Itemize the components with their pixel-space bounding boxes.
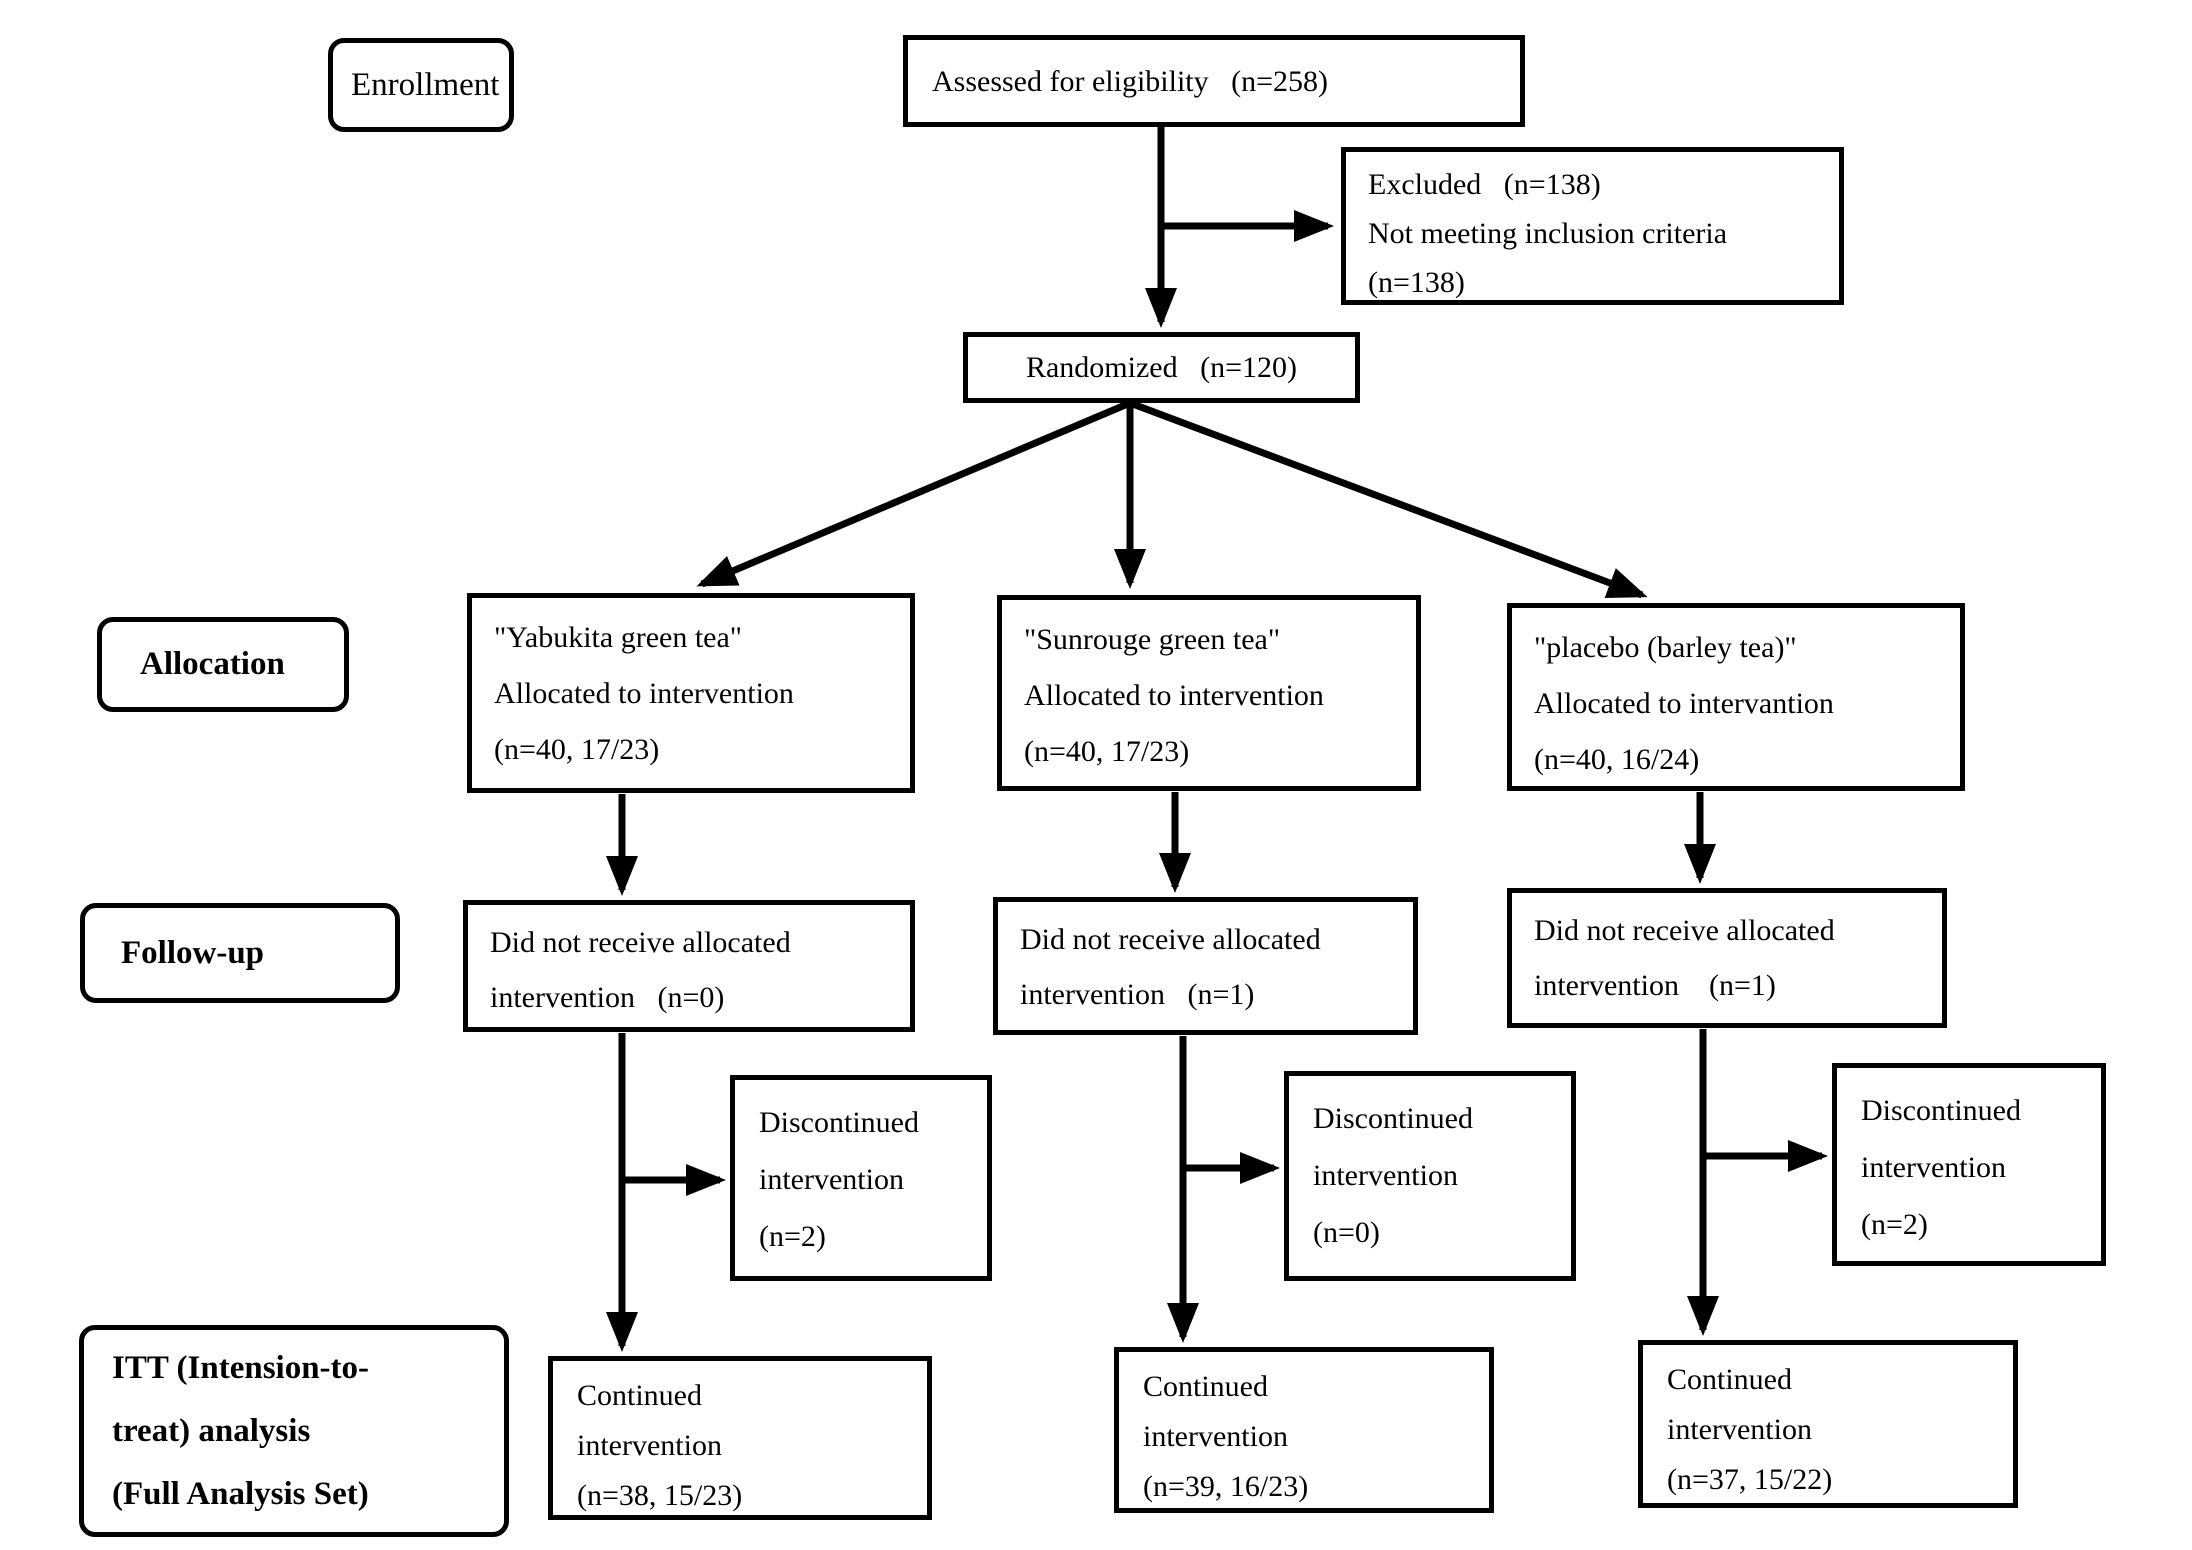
node-text-line: Discontinued bbox=[1313, 1102, 1473, 1135]
node-text-line: (n=38, 15/23) bbox=[577, 1479, 743, 1512]
node-discontinued-arm1: Discontinued intervention (n=2) bbox=[730, 1075, 992, 1281]
node-not-received-arm1: Did not receive allocated intervention (… bbox=[463, 900, 915, 1032]
node-text-line: (n=0) bbox=[1313, 1216, 1380, 1249]
node-allocation-arm2: "Sunrouge green tea" Allocated to interv… bbox=[997, 595, 1421, 791]
node-text-line: intervention bbox=[1667, 1413, 1812, 1446]
node-text-line: Continued bbox=[577, 1379, 702, 1412]
node-text-line: (n=138) bbox=[1368, 266, 1465, 299]
node-discontinued-arm3: Discontinued intervention (n=2) bbox=[1832, 1063, 2106, 1266]
node-not-received-arm3: Did not receive allocated intervention (… bbox=[1507, 888, 1947, 1028]
node-text-line: Allocated to intervention bbox=[1024, 679, 1324, 712]
node-excluded: Excluded (n=138) Not meeting inclusion c… bbox=[1341, 147, 1844, 305]
node-text-line: (n=40, 17/23) bbox=[1024, 735, 1190, 768]
node-text-line: Not meeting inclusion criteria bbox=[1368, 217, 1728, 250]
node-text-line: intervention bbox=[1861, 1151, 2006, 1184]
node-randomized: Randomized (n=120) bbox=[963, 332, 1360, 403]
node-text-line: Continued bbox=[1667, 1363, 1792, 1396]
node-continued-arm2: Continued intervention (n=39, 16/23) bbox=[1114, 1347, 1494, 1513]
stage-label-itt-analysis: ITT (Intension-to- treat) analysis (Full… bbox=[79, 1325, 509, 1537]
stage-label-text: Enrollment bbox=[351, 66, 500, 103]
node-text-line: "Yabukita green tea" bbox=[494, 621, 743, 654]
stage-label-text: treat) analysis bbox=[112, 1412, 311, 1449]
node-text-line: (n=39, 16/23) bbox=[1143, 1470, 1309, 1503]
node-assessed-for-eligibility: Assessed for eligibility (n=258) bbox=[903, 35, 1525, 127]
node-text-line: (n=2) bbox=[1861, 1208, 1928, 1241]
stage-label-text: Allocation bbox=[140, 646, 285, 682]
node-text-line: Assessed for eligibility (n=258) bbox=[932, 65, 1329, 98]
stage-label-text: (Full Analysis Set) bbox=[112, 1475, 369, 1512]
arrow-randomized-to-arm3 bbox=[1128, 399, 1648, 599]
node-not-received-arm2: Did not receive allocated intervention (… bbox=[993, 897, 1418, 1035]
node-text-line: Randomized (n=120) bbox=[1025, 351, 1298, 384]
node-continued-arm3: Continued intervention (n=37, 15/22) bbox=[1638, 1340, 2018, 1508]
node-continued-arm1: Continued intervention (n=38, 15/23) bbox=[548, 1356, 932, 1520]
node-text-line: (n=40, 16/24) bbox=[1534, 743, 1700, 776]
node-text-line: (n=37, 15/22) bbox=[1667, 1463, 1833, 1496]
node-text-line: Discontinued bbox=[1861, 1094, 2021, 1127]
node-text-line: Excluded (n=138) bbox=[1368, 168, 1601, 201]
node-text-line: Allocated to intervantion bbox=[1534, 687, 1834, 720]
node-text-line: Continued bbox=[1143, 1370, 1268, 1403]
node-allocation-arm1: "Yabukita green tea" Allocated to interv… bbox=[467, 593, 915, 793]
node-text-line: Did not receive allocated bbox=[1534, 914, 1835, 947]
node-text-line: intervention (n=1) bbox=[1534, 969, 1776, 1002]
stage-label-text: ITT (Intension-to- bbox=[112, 1349, 370, 1386]
node-text-line: Did not receive allocated bbox=[490, 926, 791, 959]
stage-label-followup: Follow-up bbox=[80, 903, 400, 1003]
node-text-line: intervention (n=1) bbox=[1020, 978, 1255, 1011]
node-text-line: intervention bbox=[759, 1163, 904, 1196]
arrow-randomized-to-arm1 bbox=[696, 399, 1132, 588]
node-text-line: intervention bbox=[1143, 1420, 1288, 1453]
node-text-line: (n=2) bbox=[759, 1220, 826, 1253]
node-allocation-arm3: "placebo (barley tea)" Allocated to inte… bbox=[1507, 603, 1965, 791]
node-text-line: intervention (n=0) bbox=[490, 981, 725, 1014]
stage-label-allocation: Allocation bbox=[97, 617, 349, 712]
node-text-line: intervention bbox=[577, 1429, 722, 1462]
node-text-line: "placebo (barley tea)" bbox=[1534, 631, 1797, 664]
stage-label-enrollment: Enrollment bbox=[328, 38, 514, 132]
node-discontinued-arm2: Discontinued intervention (n=0) bbox=[1284, 1071, 1576, 1281]
stage-label-text: Follow-up bbox=[121, 934, 265, 971]
node-text-line: Did not receive allocated bbox=[1020, 923, 1321, 956]
node-text-line: Allocated to intervention bbox=[494, 677, 794, 710]
node-text-line: (n=40, 17/23) bbox=[494, 733, 660, 766]
node-text-line: intervention bbox=[1313, 1159, 1458, 1192]
node-text-line: Discontinued bbox=[759, 1106, 919, 1139]
node-text-line: "Sunrouge green tea" bbox=[1024, 623, 1281, 656]
